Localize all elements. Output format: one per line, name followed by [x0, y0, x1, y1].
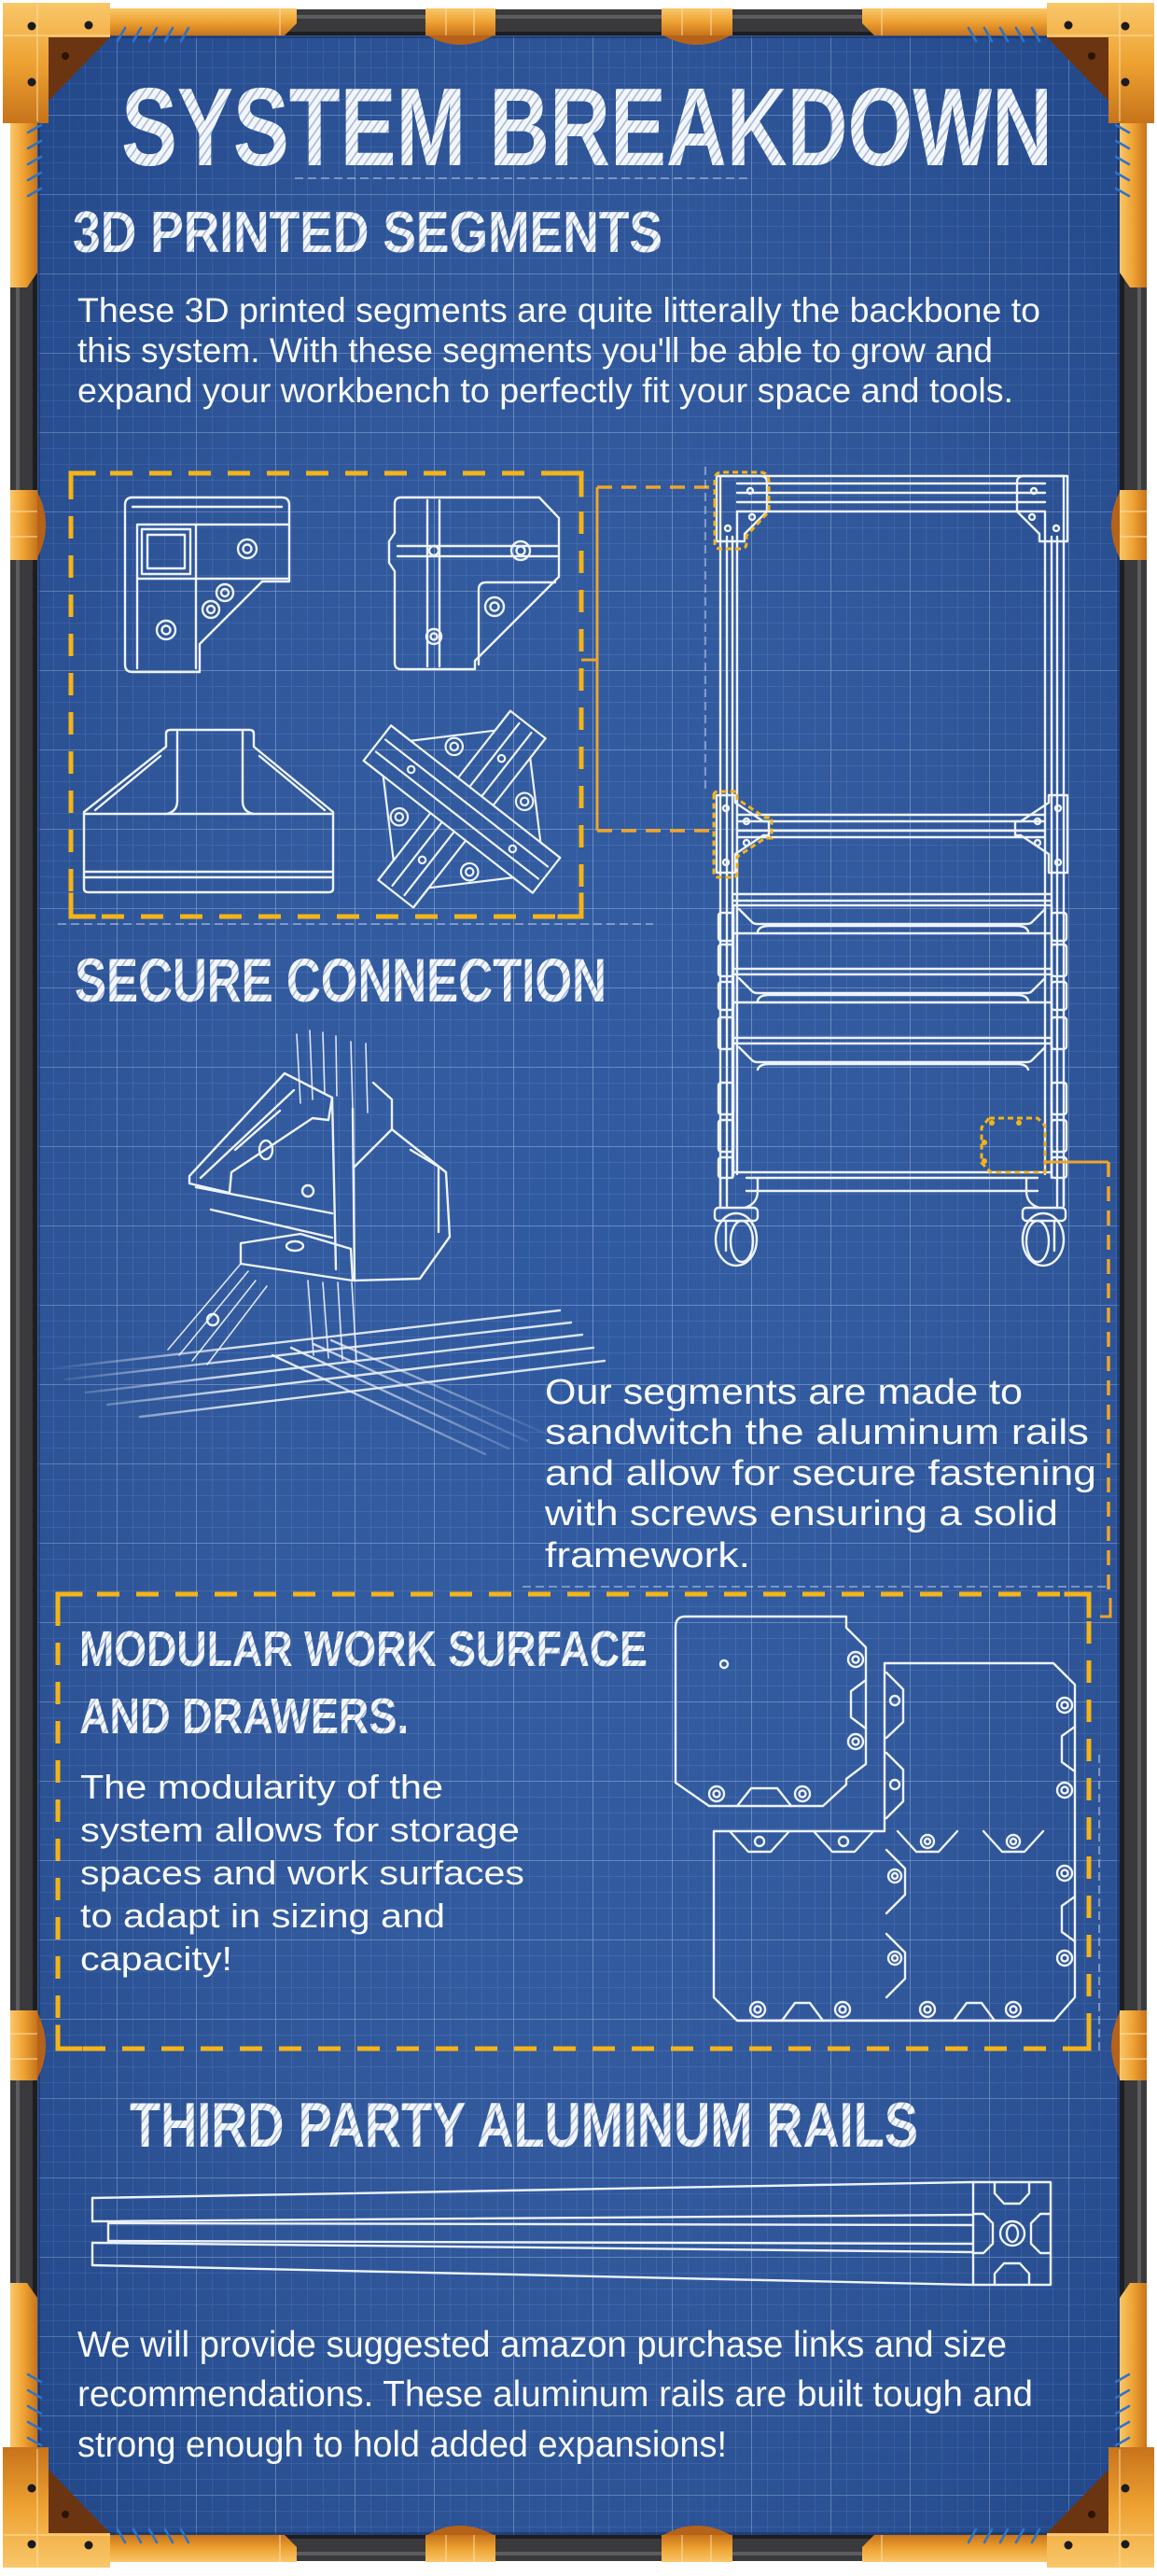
bracket-rail-joint-drawing [52, 1029, 606, 1456]
secure-description: Our segments are made to sandwitch the a… [544, 1373, 1096, 1575]
frame-corner-bracket [3, 3, 190, 198]
modular-surface-plates-drawing [674, 1615, 1077, 2023]
body-line: We will provide suggested amazon purchas… [77, 2325, 1007, 2365]
segments-callout-connector [581, 485, 714, 833]
cross-segment-piece [362, 709, 562, 909]
cart-highlight-markers [712, 470, 1047, 1174]
body-line: framework. [545, 1536, 750, 1575]
section-heading-modular-line1: MODULAR WORK SURFACE [79, 1621, 648, 1677]
body-line: Our segments are made to [545, 1373, 1023, 1412]
workbench-cart-drawing [713, 474, 1069, 1267]
corner-segment-piece-b [387, 496, 561, 671]
guide-lines [58, 467, 1106, 2053]
page-title: SYSTEM BREAKDOWN [121, 65, 1052, 189]
body-line: to adapt in sizing and [80, 1897, 445, 1935]
body-line: with screws ensuring a solid [544, 1494, 1058, 1533]
body-line: These 3D printed segments are quite litt… [77, 291, 1040, 329]
frame-connector [10, 490, 46, 560]
segments-highlight-box [68, 470, 584, 919]
body-line: The modularity of the [80, 1768, 443, 1806]
body-line: spaces and work surfaces [80, 1854, 524, 1892]
body-line: this system. With these segments you'll … [77, 331, 993, 370]
rails-description: We will provide suggested amazon purchas… [77, 2325, 1033, 2465]
frame-connector [662, 8, 732, 45]
body-line: strong enough to hold added expansions! [77, 2425, 727, 2465]
body-line: capacity! [80, 1939, 232, 1978]
modular-highlight-box [55, 1591, 1092, 2051]
body-line: expand your workbench to perfectly fit y… [77, 371, 1013, 410]
frame-border [3, 1, 1156, 560]
frame-connector [1111, 490, 1147, 560]
body-line: system allows for storage [80, 1811, 520, 1849]
corner-segment-piece-a [123, 496, 291, 674]
body-line: and allow for secure fastening [545, 1454, 1096, 1493]
section-heading-rails: THIRD PARTY ALUMINUM RAILS [130, 2090, 918, 2161]
modular-description: The modularity of the system allows for … [80, 1768, 524, 1978]
section-heading-secure: SECURE CONNECTION [75, 945, 606, 1015]
tee-segment-piece [82, 728, 335, 894]
aluminum-rail-drawing [91, 2180, 1052, 2287]
frame-connector [425, 8, 495, 45]
segments-description: These 3D printed segments are quite litt… [77, 291, 1040, 410]
body-line: sandwitch the aluminum rails [545, 1413, 1089, 1452]
section-heading-segments: 3D PRINTED SEGMENTS [73, 201, 662, 265]
body-line: recommendations. These aluminum rails ar… [77, 2374, 1033, 2415]
panel-vignette [34, 32, 1123, 2539]
modular-callout-connector [1045, 1160, 1112, 1618]
section-heading-modular-line2: AND DRAWERS. [79, 1688, 409, 1744]
